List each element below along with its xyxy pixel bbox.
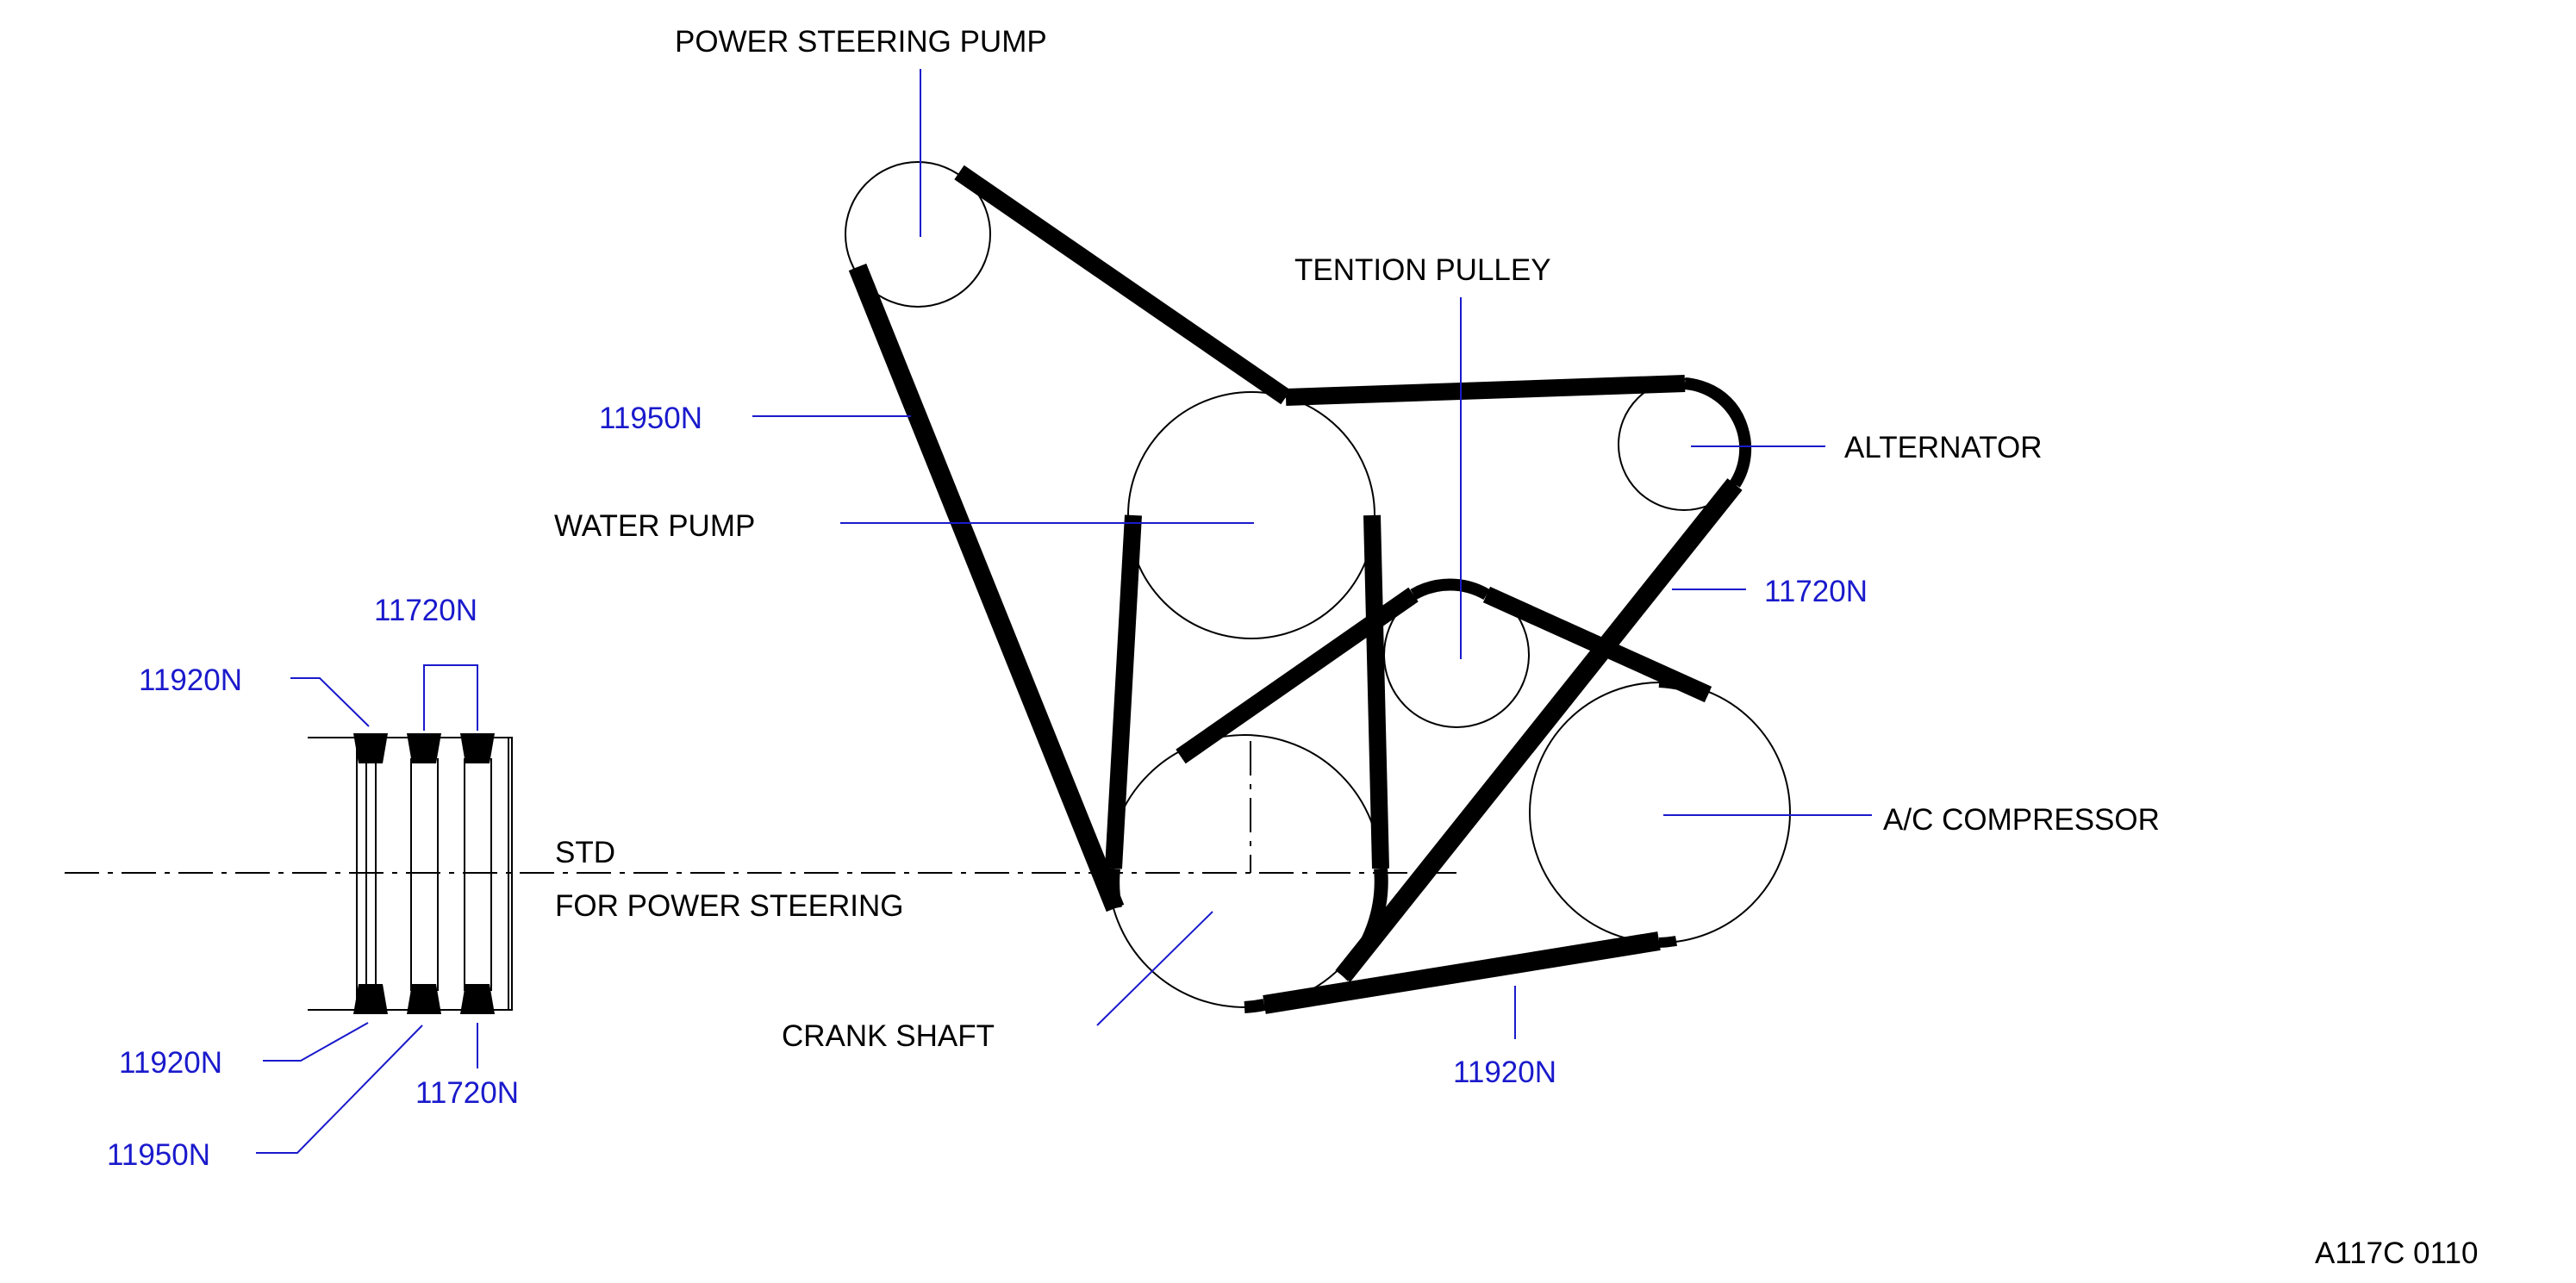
ac-wrap-top — [1658, 677, 1711, 700]
belts — [848, 165, 1743, 1014]
belt-section-top-2 — [407, 733, 441, 763]
label-for-power-steering: FOR POWER STEERING — [555, 889, 903, 923]
part-number-section-bottom-far: 11950N — [107, 1138, 210, 1172]
ac-belt-tensioner-to-ac — [1482, 586, 1712, 703]
ps-belt-wp-left — [1105, 514, 1142, 869]
crank-wrap-left — [1106, 868, 1122, 910]
leader-section-top-left — [290, 677, 370, 727]
belt-section-top-1 — [353, 733, 388, 763]
component-labels: POWER STEERING PUMP TENTION PULLEY ALTER… — [554, 25, 2478, 1270]
ps-belt-lower-run — [848, 263, 1125, 912]
center-lines — [65, 741, 1456, 874]
part-number-ps-belt: 11950N — [599, 402, 702, 435]
belt-section-bottom-2 — [407, 984, 441, 1014]
leader-crank-shaft — [1096, 911, 1213, 1026]
leader-lines — [256, 69, 1872, 1154]
label-water-pump: WATER PUMP — [554, 509, 755, 543]
label-power-steering-pump: POWER STEERING PUMP — [675, 25, 1047, 59]
belt-section-top-3 — [460, 733, 495, 763]
alt-belt-top-run — [1285, 375, 1686, 406]
part-number-ac-belt: 11920N — [1453, 1056, 1556, 1089]
part-number-section-top-left: 11920N — [139, 663, 242, 697]
crank-wrap-bottom — [1244, 999, 1266, 1013]
alt-belt-diagonal-run — [1335, 478, 1743, 982]
leader-section-top-pair — [423, 664, 478, 731]
crank-pulley-section — [308, 733, 513, 1014]
label-std: STD — [555, 836, 615, 869]
part-number-callouts: 11950N 11720N 11920N 11720N 11920N 11920… — [107, 402, 1868, 1172]
leader-section-bottom-left — [263, 1022, 369, 1062]
alternator-wrap — [1684, 377, 1752, 488]
part-number-section-bottom-left: 11920N — [119, 1046, 222, 1080]
crank-wrap-right — [1338, 868, 1388, 981]
figure-id: A117C 0110 — [2315, 1236, 2478, 1270]
part-number-section-top-pair: 11720N — [374, 594, 477, 627]
ac-belt-crank-to-tensioner — [1176, 587, 1419, 764]
ps-belt-wp-right — [1363, 514, 1389, 869]
leader-section-bottom-far — [256, 1025, 423, 1154]
part-number-alternator-belt: 11720N — [1764, 575, 1868, 608]
water-pump-pulley — [1127, 391, 1375, 639]
label-alternator: ALTERNATOR — [1844, 431, 2042, 464]
ps-pulley-wrap — [851, 265, 876, 293]
ac-wrap-bottom — [1658, 936, 1677, 948]
ac-belt-bottom-run — [1263, 931, 1661, 1014]
belt-section-bottom-1 — [353, 984, 388, 1014]
tensioner-wrap — [1410, 578, 1490, 601]
power-steering-pump-pulley — [845, 161, 991, 308]
ps-belt-upper-run — [954, 165, 1291, 405]
label-ac-compressor: A/C COMPRESSOR — [1883, 803, 2160, 837]
pulleys — [845, 161, 1791, 1013]
part-number-section-bottom-right: 11720N — [415, 1076, 519, 1110]
label-tention-pulley: TENTION PULLEY — [1294, 253, 1551, 287]
label-crank-shaft: CRANK SHAFT — [782, 1019, 995, 1053]
belt-section-bottom-3 — [460, 984, 495, 1014]
